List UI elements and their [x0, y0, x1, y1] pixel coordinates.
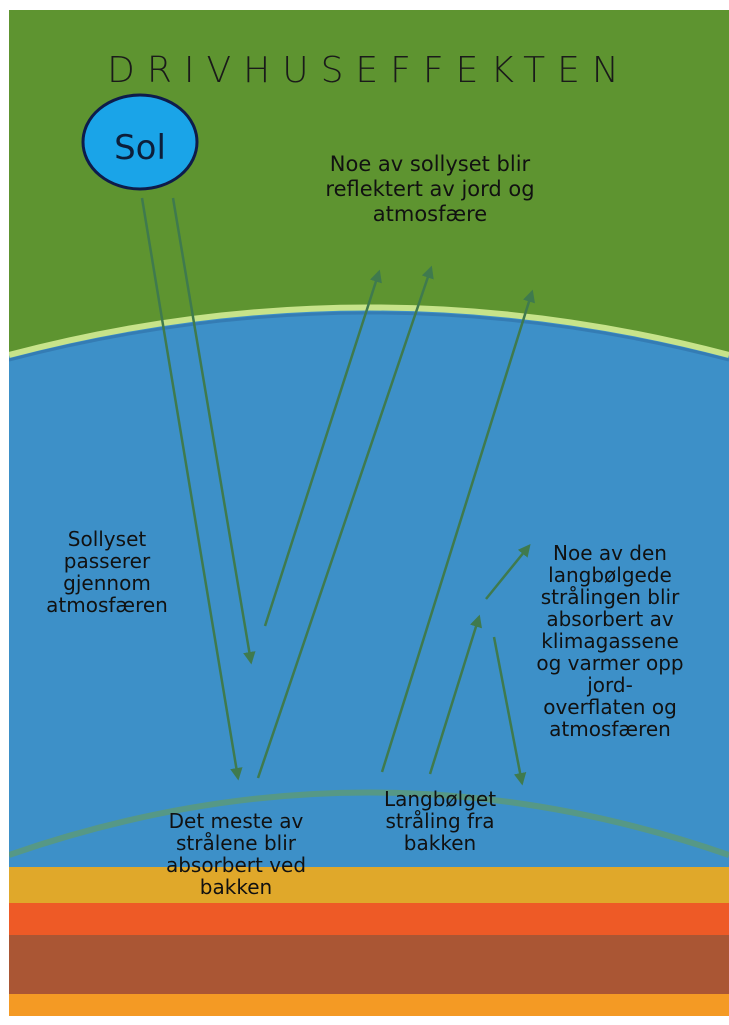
arrow-longwave-escaping [380, 289, 535, 773]
diagram-graphic [9, 10, 729, 1016]
atmosphere-edge [9, 304, 729, 358]
label-longwave-from-ground: Langbølget stråling fra bakken [383, 787, 497, 855]
ground-layer-4 [9, 994, 729, 1016]
ground-layer-2 [9, 903, 729, 935]
arrow-longwave-back-down [492, 636, 527, 786]
label-reflected: Noe av sollyset blir reflektert av jord … [325, 152, 535, 226]
label-absorbed-at-ground: Det meste av strålene blir absorbert ved… [165, 809, 307, 899]
arrow-longwave-up [428, 614, 482, 775]
arrow-reflected-by-ground [256, 265, 434, 779]
label-absorbed-by-gases: Noe av den langbølgede strålingen blir a… [536, 541, 684, 741]
sun-label: Sol [114, 128, 166, 168]
arrow-sunlight-to-ground [140, 197, 243, 781]
diagram-title: DRIVHUSEFFEKTEN [107, 50, 631, 91]
ground-layer-3 [9, 935, 729, 994]
ground-surface-line [9, 789, 729, 858]
ground-layer-1 [9, 867, 729, 903]
diagram-canvas: DRIVHUSEFFEKTEN Sol Noe av sollyset blir… [9, 10, 729, 1016]
arrow-longwave-to-gases [485, 544, 531, 600]
atmosphere-edge-shadow [9, 311, 729, 362]
sun [81, 93, 199, 191]
arrow-sunlight-reflected-in-atmosphere [171, 197, 256, 665]
arrow-reflected-by-atmosphere [263, 269, 382, 627]
label-sunlight-passes: Sollyset passerer gjennom atmosfæren [46, 527, 168, 617]
